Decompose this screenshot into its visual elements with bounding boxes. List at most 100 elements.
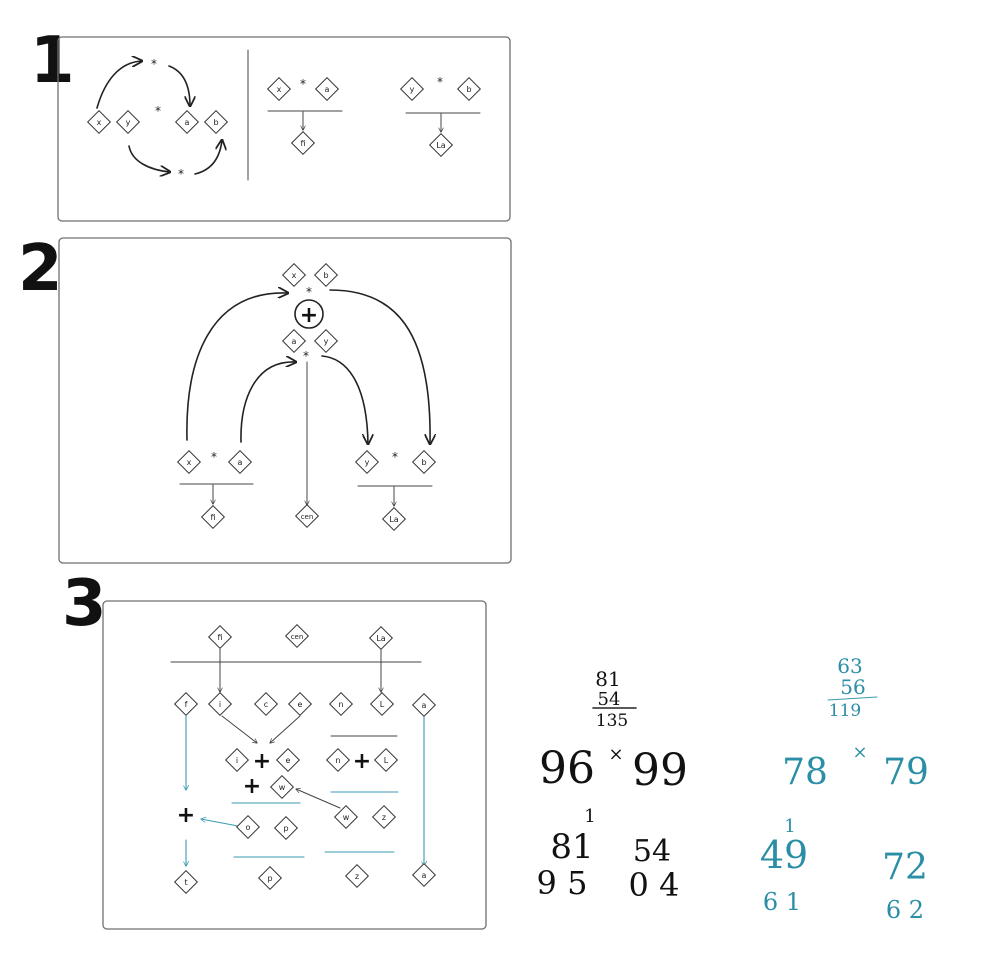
s3-plus-nl: + [353, 749, 371, 774]
s2-op-xa: * [211, 450, 217, 464]
s1-node-x-right[interactable]: x [266, 76, 292, 102]
s3-node-f[interactable]: f [173, 691, 199, 717]
svg-text:b: b [213, 118, 218, 127]
svg-text:fi: fi [217, 633, 222, 642]
s3-node-l[interactable]: L [369, 691, 395, 717]
s3-node-e[interactable]: e [287, 691, 313, 717]
svg-text:e: e [298, 700, 303, 709]
scratch-black-middle: 54 [598, 689, 621, 710]
s3-node-l-pair[interactable]: L [373, 747, 399, 773]
svg-text:o: o [246, 823, 251, 832]
scratch-black-row2-right: 0 4 [629, 866, 680, 904]
s1-arrow-x-to-star [96, 61, 142, 109]
s3-node-t[interactable]: t [173, 869, 199, 895]
s3-plus-left: + [177, 803, 195, 828]
s2-node-a[interactable]: a [227, 449, 253, 475]
s2-node-la[interactable]: La [381, 506, 407, 532]
svg-text:La: La [376, 634, 385, 643]
s3-node-w2[interactable]: w [333, 804, 359, 830]
s1-node-la[interactable]: La [428, 132, 454, 158]
svg-text:x: x [292, 271, 297, 280]
s2-node-fi[interactable]: fi [200, 504, 226, 530]
s1-op-bottom: * [178, 167, 184, 181]
s3-node-cen-top[interactable]: cen [284, 623, 310, 649]
s1-node-fi[interactable]: fi [290, 130, 316, 156]
s2-plus: + [300, 303, 318, 328]
scratch-teal-row2-left: 6 1 [763, 888, 801, 916]
s1-node-y-right[interactable]: y [399, 76, 425, 102]
svg-text:L: L [384, 756, 389, 765]
s3-node-a2[interactable]: a [411, 862, 437, 888]
svg-text:b: b [466, 85, 471, 94]
svg-text:y: y [324, 337, 329, 346]
scratch-black-row2-left: 9 5 [537, 864, 588, 902]
s1-node-b[interactable]: b [203, 109, 229, 135]
svg-text:n: n [335, 756, 340, 765]
svg-text:t: t [184, 878, 187, 887]
scratch-teal-row2-right: 6 2 [886, 896, 924, 924]
s3-node-fi-top[interactable]: fi [207, 624, 233, 650]
s1-op-mid: * [155, 104, 161, 118]
scratch-teal-right: 79 [883, 752, 929, 793]
svg-text:y: y [126, 118, 131, 127]
scratch-black-left: 96 [539, 743, 595, 794]
s3-node-c[interactable]: c [253, 691, 279, 717]
s3-node-p2[interactable]: p [257, 865, 283, 891]
s3-node-w[interactable]: w [269, 774, 295, 800]
s2-node-b[interactable]: b [411, 449, 437, 475]
s2-node-cen[interactable]: cen [294, 503, 320, 529]
scratch-black-row1-left: 81 [550, 827, 593, 867]
scratch-teal-left: 78 [782, 752, 828, 793]
svg-text:w: w [279, 783, 286, 792]
svg-text:p: p [267, 874, 272, 883]
s3-node-n-pair[interactable]: n [325, 747, 351, 773]
svg-text:L: L [380, 700, 385, 709]
svg-text:i: i [236, 756, 238, 765]
s3-node-a[interactable]: a [411, 692, 437, 718]
svg-text:w: w [343, 813, 350, 822]
scratch-black-row1-right: 54 [633, 834, 671, 869]
s1-node-a[interactable]: a [174, 109, 200, 135]
s3-node-z[interactable]: z [371, 804, 397, 830]
scratch-black-top: 81 [595, 667, 620, 691]
s1-node-a-right[interactable]: a [314, 76, 340, 102]
s2-node-a-mid[interactable]: a [281, 328, 307, 354]
s2-node-x-top[interactable]: x [281, 262, 307, 288]
s2-op-mid: * [303, 349, 309, 363]
s3-plus-ie: + [253, 749, 271, 774]
svg-text:La: La [436, 141, 445, 150]
s3-node-o[interactable]: o [235, 814, 261, 840]
scratch-teal-top: 63 [837, 654, 862, 678]
svg-text:fi: fi [300, 139, 305, 148]
s2-plus-circle [294, 299, 324, 329]
s2-node-y-mid[interactable]: y [313, 328, 339, 354]
section-3-panel [102, 600, 487, 930]
s2-op-top: * [306, 285, 312, 299]
scratch-teal-middle: 56 [840, 675, 865, 699]
svg-text:z: z [355, 872, 359, 881]
s3-node-z2[interactable]: z [344, 863, 370, 889]
svg-text:a: a [185, 118, 190, 127]
scratch-teal-row1-left: 49 [760, 833, 808, 877]
s3-node-p[interactable]: p [273, 815, 299, 841]
s1-node-y[interactable]: y [115, 109, 141, 135]
s2-node-b-top[interactable]: b [313, 262, 339, 288]
s3-node-e-pair[interactable]: e [275, 747, 301, 773]
svg-text:b: b [421, 458, 426, 467]
s2-node-x[interactable]: x [176, 449, 202, 475]
s3-node-i[interactable]: i [207, 691, 233, 717]
s1-node-x[interactable]: x [86, 109, 112, 135]
s2-node-y[interactable]: y [354, 449, 380, 475]
s3-node-n[interactable]: n [328, 691, 354, 717]
svg-text:a: a [422, 871, 427, 880]
scratch-teal-sum: 119 [829, 701, 861, 721]
s2-arrow-a-up [240, 362, 296, 443]
scratch-teal-sep: × [852, 742, 867, 763]
section-2-panel [58, 237, 512, 564]
s1-arrow-star-to-a [168, 65, 190, 106]
s3-node-i-pair[interactable]: i [224, 747, 250, 773]
scratch-teal-row1-right: 72 [882, 847, 928, 888]
s1-node-b-right[interactable]: b [456, 76, 482, 102]
section-3-number: 3 [62, 567, 107, 641]
s3-node-la-top[interactable]: La [368, 625, 394, 651]
